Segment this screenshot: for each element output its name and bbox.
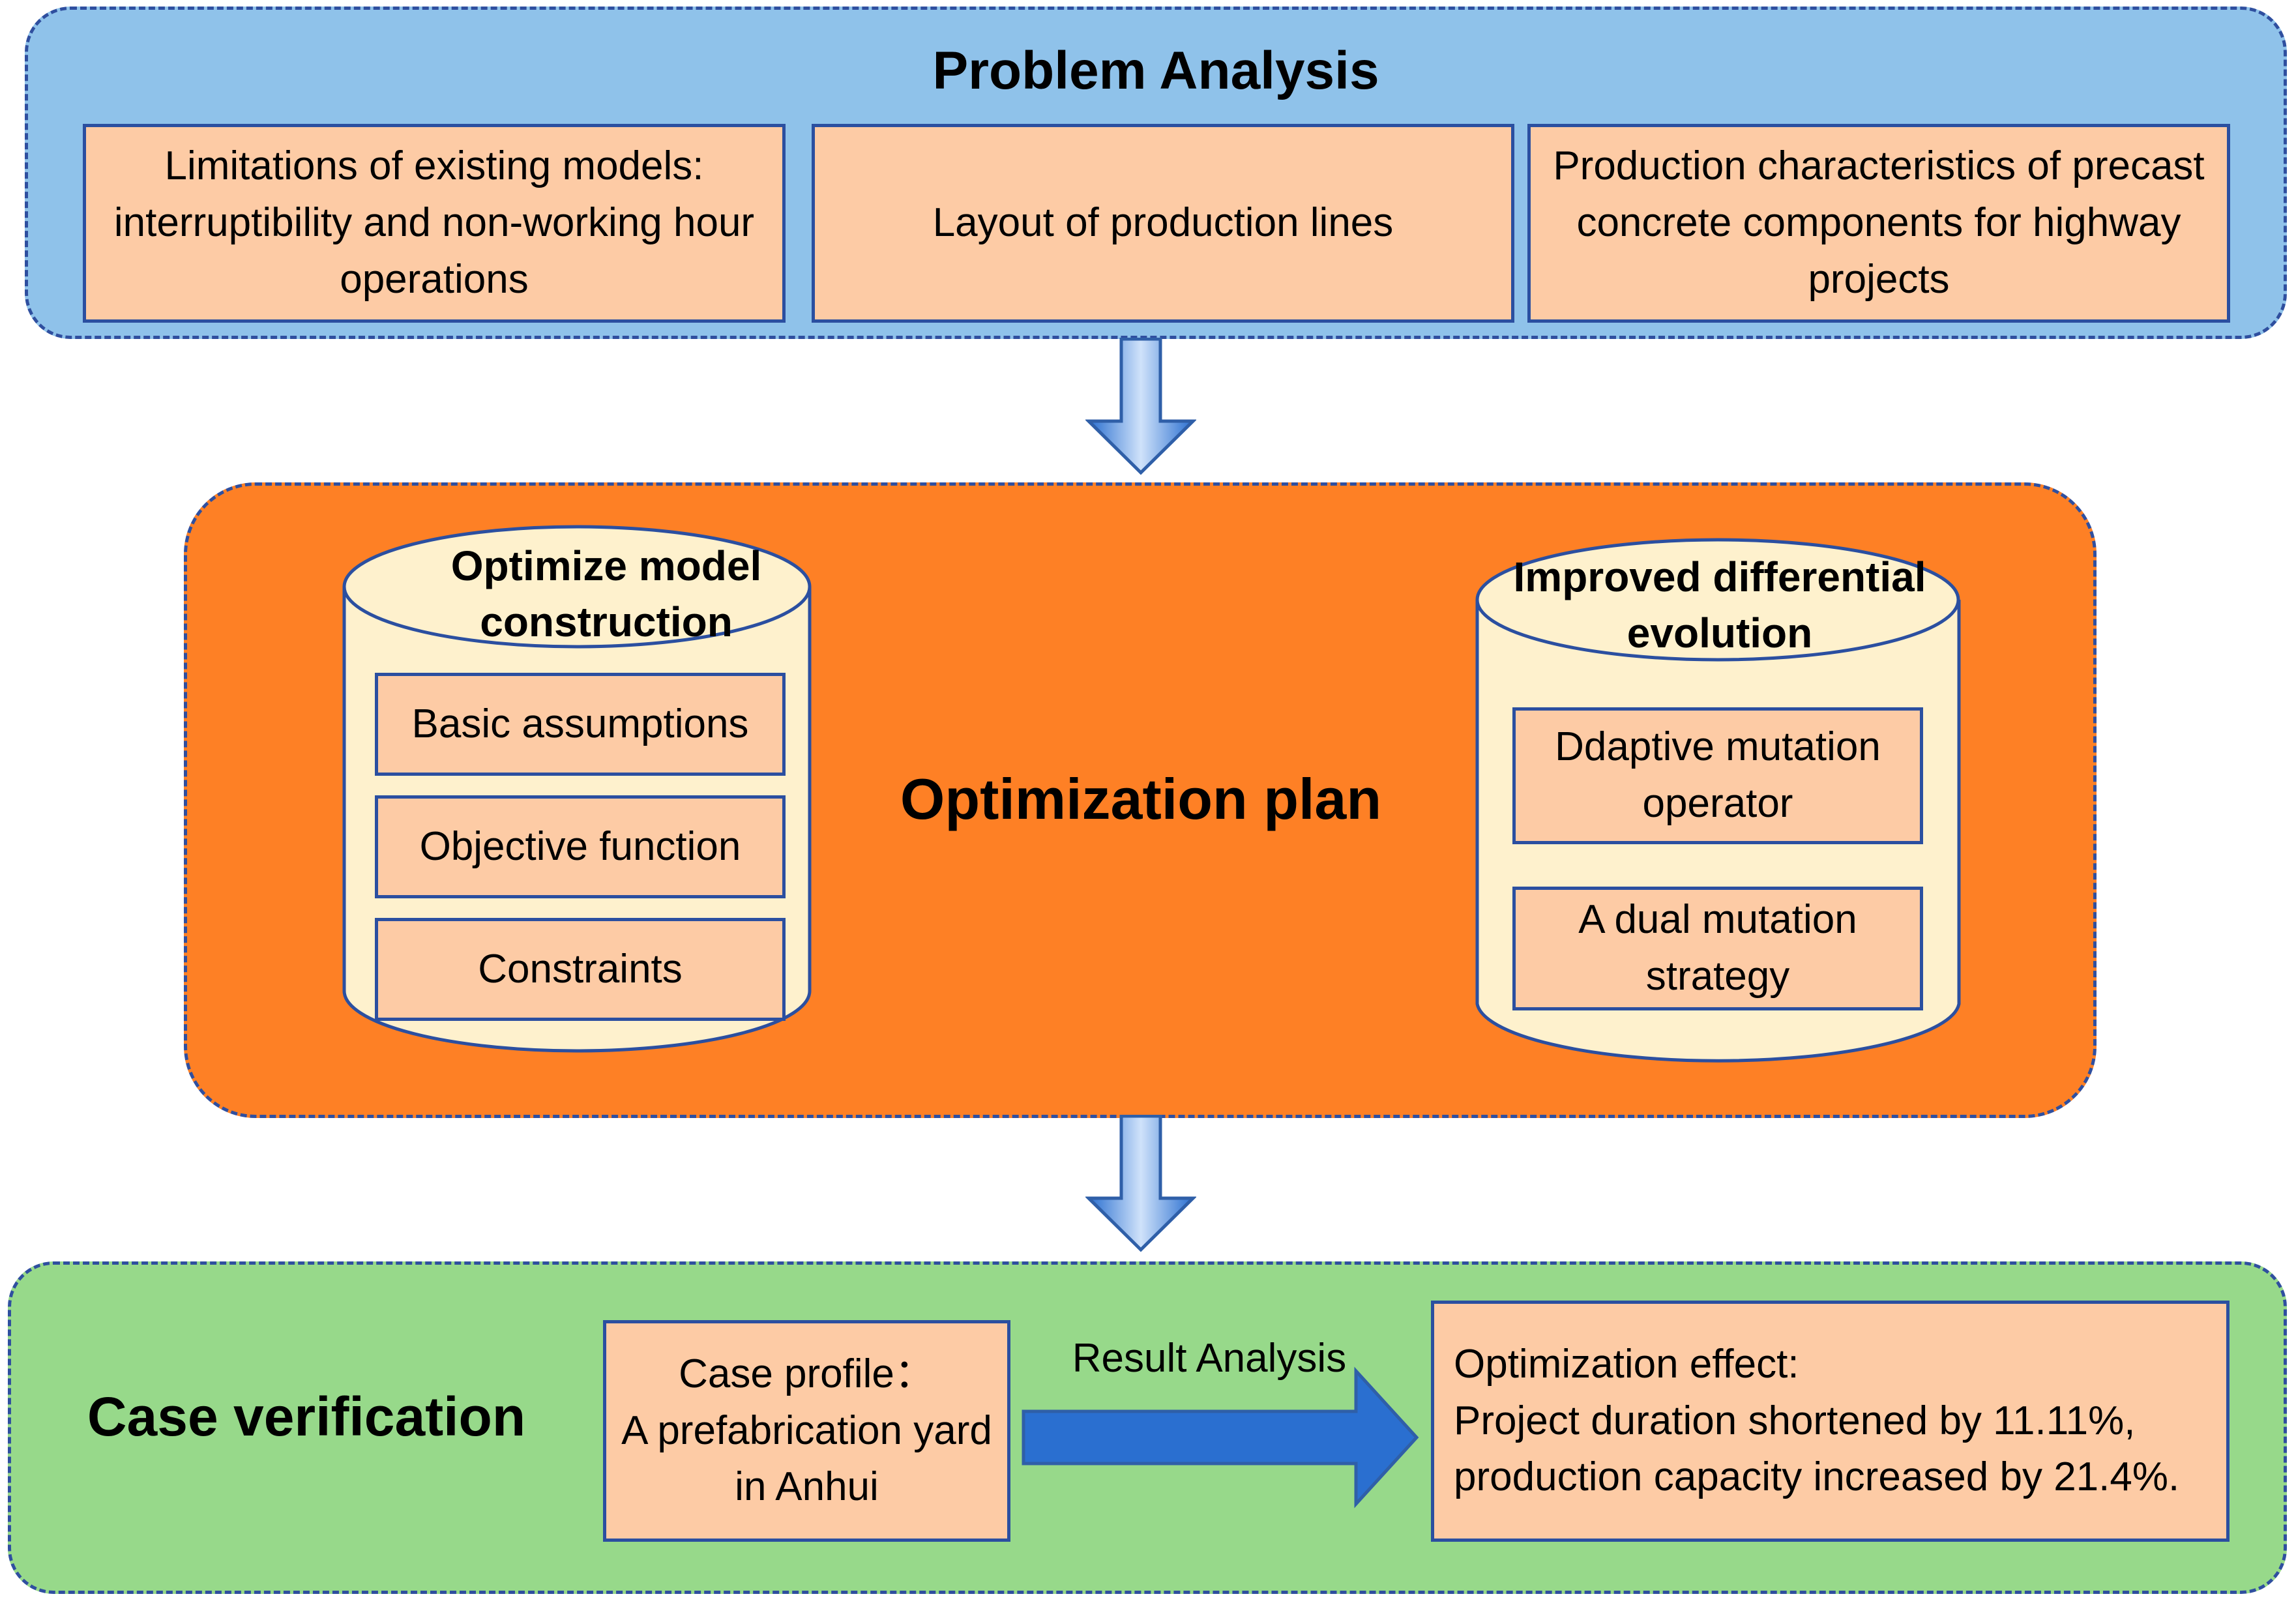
item-constraints: Constraints <box>375 918 786 1021</box>
case-verification-title: Case verification <box>87 1386 526 1447</box>
problem-box-production-layout: Layout of production lines <box>812 124 1514 323</box>
problem-box-model-limitations: Limitations of existing models: interrup… <box>83 124 786 323</box>
optimization-plan-title: Optimization plan <box>900 767 1382 831</box>
down-arrow-icon <box>1085 1115 1196 1252</box>
right-arrow-icon <box>1022 1366 1419 1509</box>
problem-box-production-characteristics: Production characteristics of precast co… <box>1527 124 2230 323</box>
item-objective-function: Objective function <box>375 795 786 898</box>
item-dual-mutation-strategy: A dual mutation strategy <box>1512 887 1923 1010</box>
optimization-effect-box: Optimization effect: Project duration sh… <box>1431 1301 2230 1542</box>
item-adaptive-mutation-operator: Ddaptive mutation operator <box>1512 707 1923 844</box>
down-arrow-icon <box>1085 338 1196 475</box>
improved-de-cylinder: Improved differential evolution Ddaptive… <box>1472 535 1964 1069</box>
problem-analysis-title: Problem Analysis <box>932 41 1379 100</box>
optimize-model-cylinder: Optimize model construction Basic assump… <box>339 522 815 1076</box>
item-basic-assumptions: Basic assumptions <box>375 673 786 776</box>
result-analysis-label: Result Analysis <box>1072 1336 1347 1381</box>
optimize-model-title: Optimize model construction <box>450 542 762 646</box>
improved-de-title: Improved differential evolution <box>1513 553 1926 657</box>
case-profile-box: Case profile： A prefabrication yard in A… <box>603 1320 1010 1542</box>
